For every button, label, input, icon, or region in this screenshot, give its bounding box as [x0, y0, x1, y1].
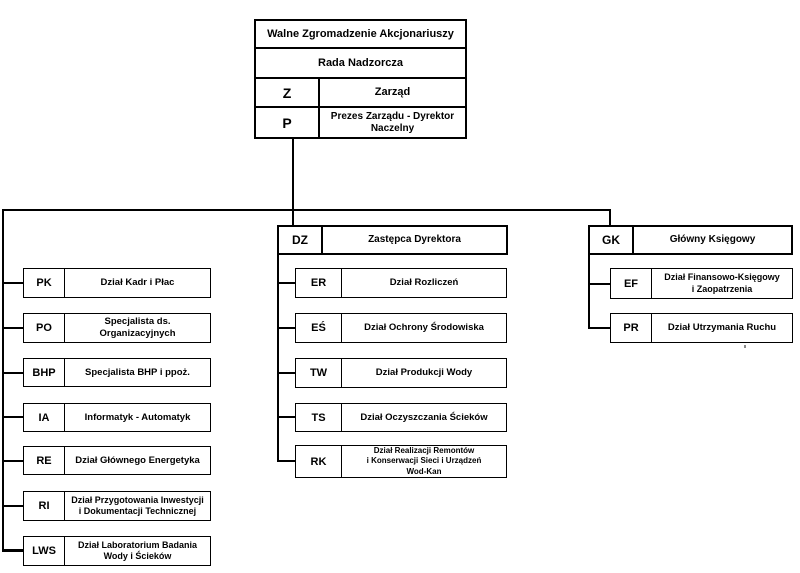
connector-stub-ef — [588, 283, 610, 285]
connector-stub-ri — [2, 505, 24, 507]
connector-main-horizontal — [2, 209, 611, 211]
connector-stub-po — [2, 327, 24, 329]
connector-stub-ia — [2, 416, 24, 418]
org-node-er: ER Dział Rozliczeń — [295, 268, 507, 298]
org-node-po: PO Specjalista ds. Organizacyjnych — [23, 313, 211, 343]
node-code: PO — [24, 314, 65, 342]
node-label: Dział Realizacji Remontów i Konserwacji … — [366, 445, 482, 476]
connector-president-drop — [292, 137, 294, 211]
connector-stub-es — [277, 327, 295, 329]
node-label: Dział Przygotowania Inwestycji i Dokumen… — [71, 494, 204, 516]
node-code: RI — [24, 492, 65, 520]
org-node-ts: TS Dział Oczyszczania Ścieków — [295, 403, 507, 432]
org-node-ef: EF Dział Finansowo-Księgowy i Zaopatrzen… — [610, 268, 793, 299]
node-label: Dział Kadr i Płac — [100, 277, 175, 289]
node-code: P — [256, 108, 320, 137]
node-zarzad: Z Zarząd — [256, 77, 465, 106]
node-label: Zarząd — [374, 86, 411, 99]
org-node-ia: IA Informatyk - Automatyk — [23, 403, 211, 432]
node-label: Dział Głównego Energetyka — [75, 454, 200, 466]
connector-stub-er — [277, 282, 295, 284]
org-node-pk: PK Dział Kadr i Płac — [23, 268, 211, 298]
node-code: PR — [611, 314, 652, 342]
connector-middle-spine — [277, 254, 279, 462]
org-node-tw: TW Dział Produkcji Wody — [295, 358, 507, 388]
node-label: Dział Oczyszczania Ścieków — [360, 411, 488, 423]
org-node-ri: RI Dział Przygotowania Inwestycji i Doku… — [23, 491, 211, 521]
node-code: TW — [296, 359, 342, 387]
node-code: RK — [296, 446, 342, 477]
node-code: EF — [611, 269, 652, 298]
node-code: DZ — [279, 227, 323, 253]
node-rada-nadzorcza: Rada Nadzorcza — [256, 47, 465, 77]
connector-gk-drop — [609, 209, 611, 225]
node-walne-zgromadzenie: Walne Zgromadzenie Akcjonariuszy — [256, 21, 465, 47]
node-code: LWS — [24, 537, 65, 565]
org-node-pr: PR Dział Utrzymania Ruchu — [610, 313, 793, 343]
connector-stub-bhp — [2, 372, 24, 374]
node-label: Rada Nadzorcza — [318, 56, 403, 69]
connector-right-spine — [588, 254, 590, 329]
node-label: Dział Rozliczeń — [389, 277, 459, 289]
node-label: Specjalista ds. Organizacyjnych — [99, 316, 176, 339]
node-label: Dział Utrzymania Ruchu — [667, 322, 777, 334]
node-label: Dział Ochrony Środowiska — [364, 322, 484, 334]
node-label: Dział Produkcji Wody — [375, 367, 473, 379]
node-label: Dział Laboratorium Badania Wody i Ściekó… — [77, 539, 198, 561]
connector-stub-re — [2, 460, 24, 462]
node-label: Zastępca Dyrektora — [368, 233, 461, 245]
org-node-gk: GK Główny Księgowy — [588, 225, 793, 255]
connector-stub-tw — [277, 372, 295, 374]
node-label: Główny Księgowy — [669, 233, 756, 245]
org-node-dz: DZ Zastępca Dyrektora — [277, 225, 508, 255]
node-code: TS — [296, 404, 342, 431]
connector-stub-lws — [2, 549, 24, 552]
node-label: Informatyk - Automatyk — [84, 411, 191, 423]
node-label: Dział Finansowo-Księgowy i Zaopatrzenia — [664, 272, 780, 294]
node-code: BHP — [24, 359, 65, 386]
top-stack: Walne Zgromadzenie Akcjonariuszy Rada Na… — [254, 19, 467, 139]
node-code: ER — [296, 269, 342, 297]
org-node-lws: LWS Dział Laboratorium Badania Wody i Śc… — [23, 536, 211, 566]
node-prezes-zarzadu: P Prezes Zarządu - Dyrektor Naczelny — [256, 106, 465, 137]
node-code: PK — [24, 269, 65, 297]
org-node-bhp: BHP Specjalista BHP i ppoż. — [23, 358, 211, 387]
node-label: Walne Zgromadzenie Akcjonariuszy — [267, 27, 454, 40]
node-code: IA — [24, 404, 65, 431]
node-code: RE — [24, 447, 65, 474]
org-node-re: RE Dział Głównego Energetyka — [23, 446, 211, 475]
connector-stub-ts — [277, 416, 295, 418]
org-node-rk: RK Dział Realizacji Remontów i Konserwac… — [295, 445, 507, 478]
print-artifact-dot — [744, 345, 746, 348]
org-node-es: EŚ Dział Ochrony Środowiska — [295, 313, 507, 343]
node-label: Prezes Zarządu - Dyrektor Naczelny — [330, 110, 455, 134]
connector-left-spine — [2, 209, 4, 552]
connector-stub-pr — [588, 327, 610, 329]
node-code: Z — [256, 79, 320, 106]
node-label: Specjalista BHP i ppoż. — [85, 366, 190, 378]
node-code: GK — [590, 227, 634, 253]
node-code: EŚ — [296, 314, 342, 342]
connector-stub-rk — [277, 460, 295, 462]
connector-stub-pk — [2, 282, 24, 284]
connector-dz-drop — [292, 209, 294, 225]
